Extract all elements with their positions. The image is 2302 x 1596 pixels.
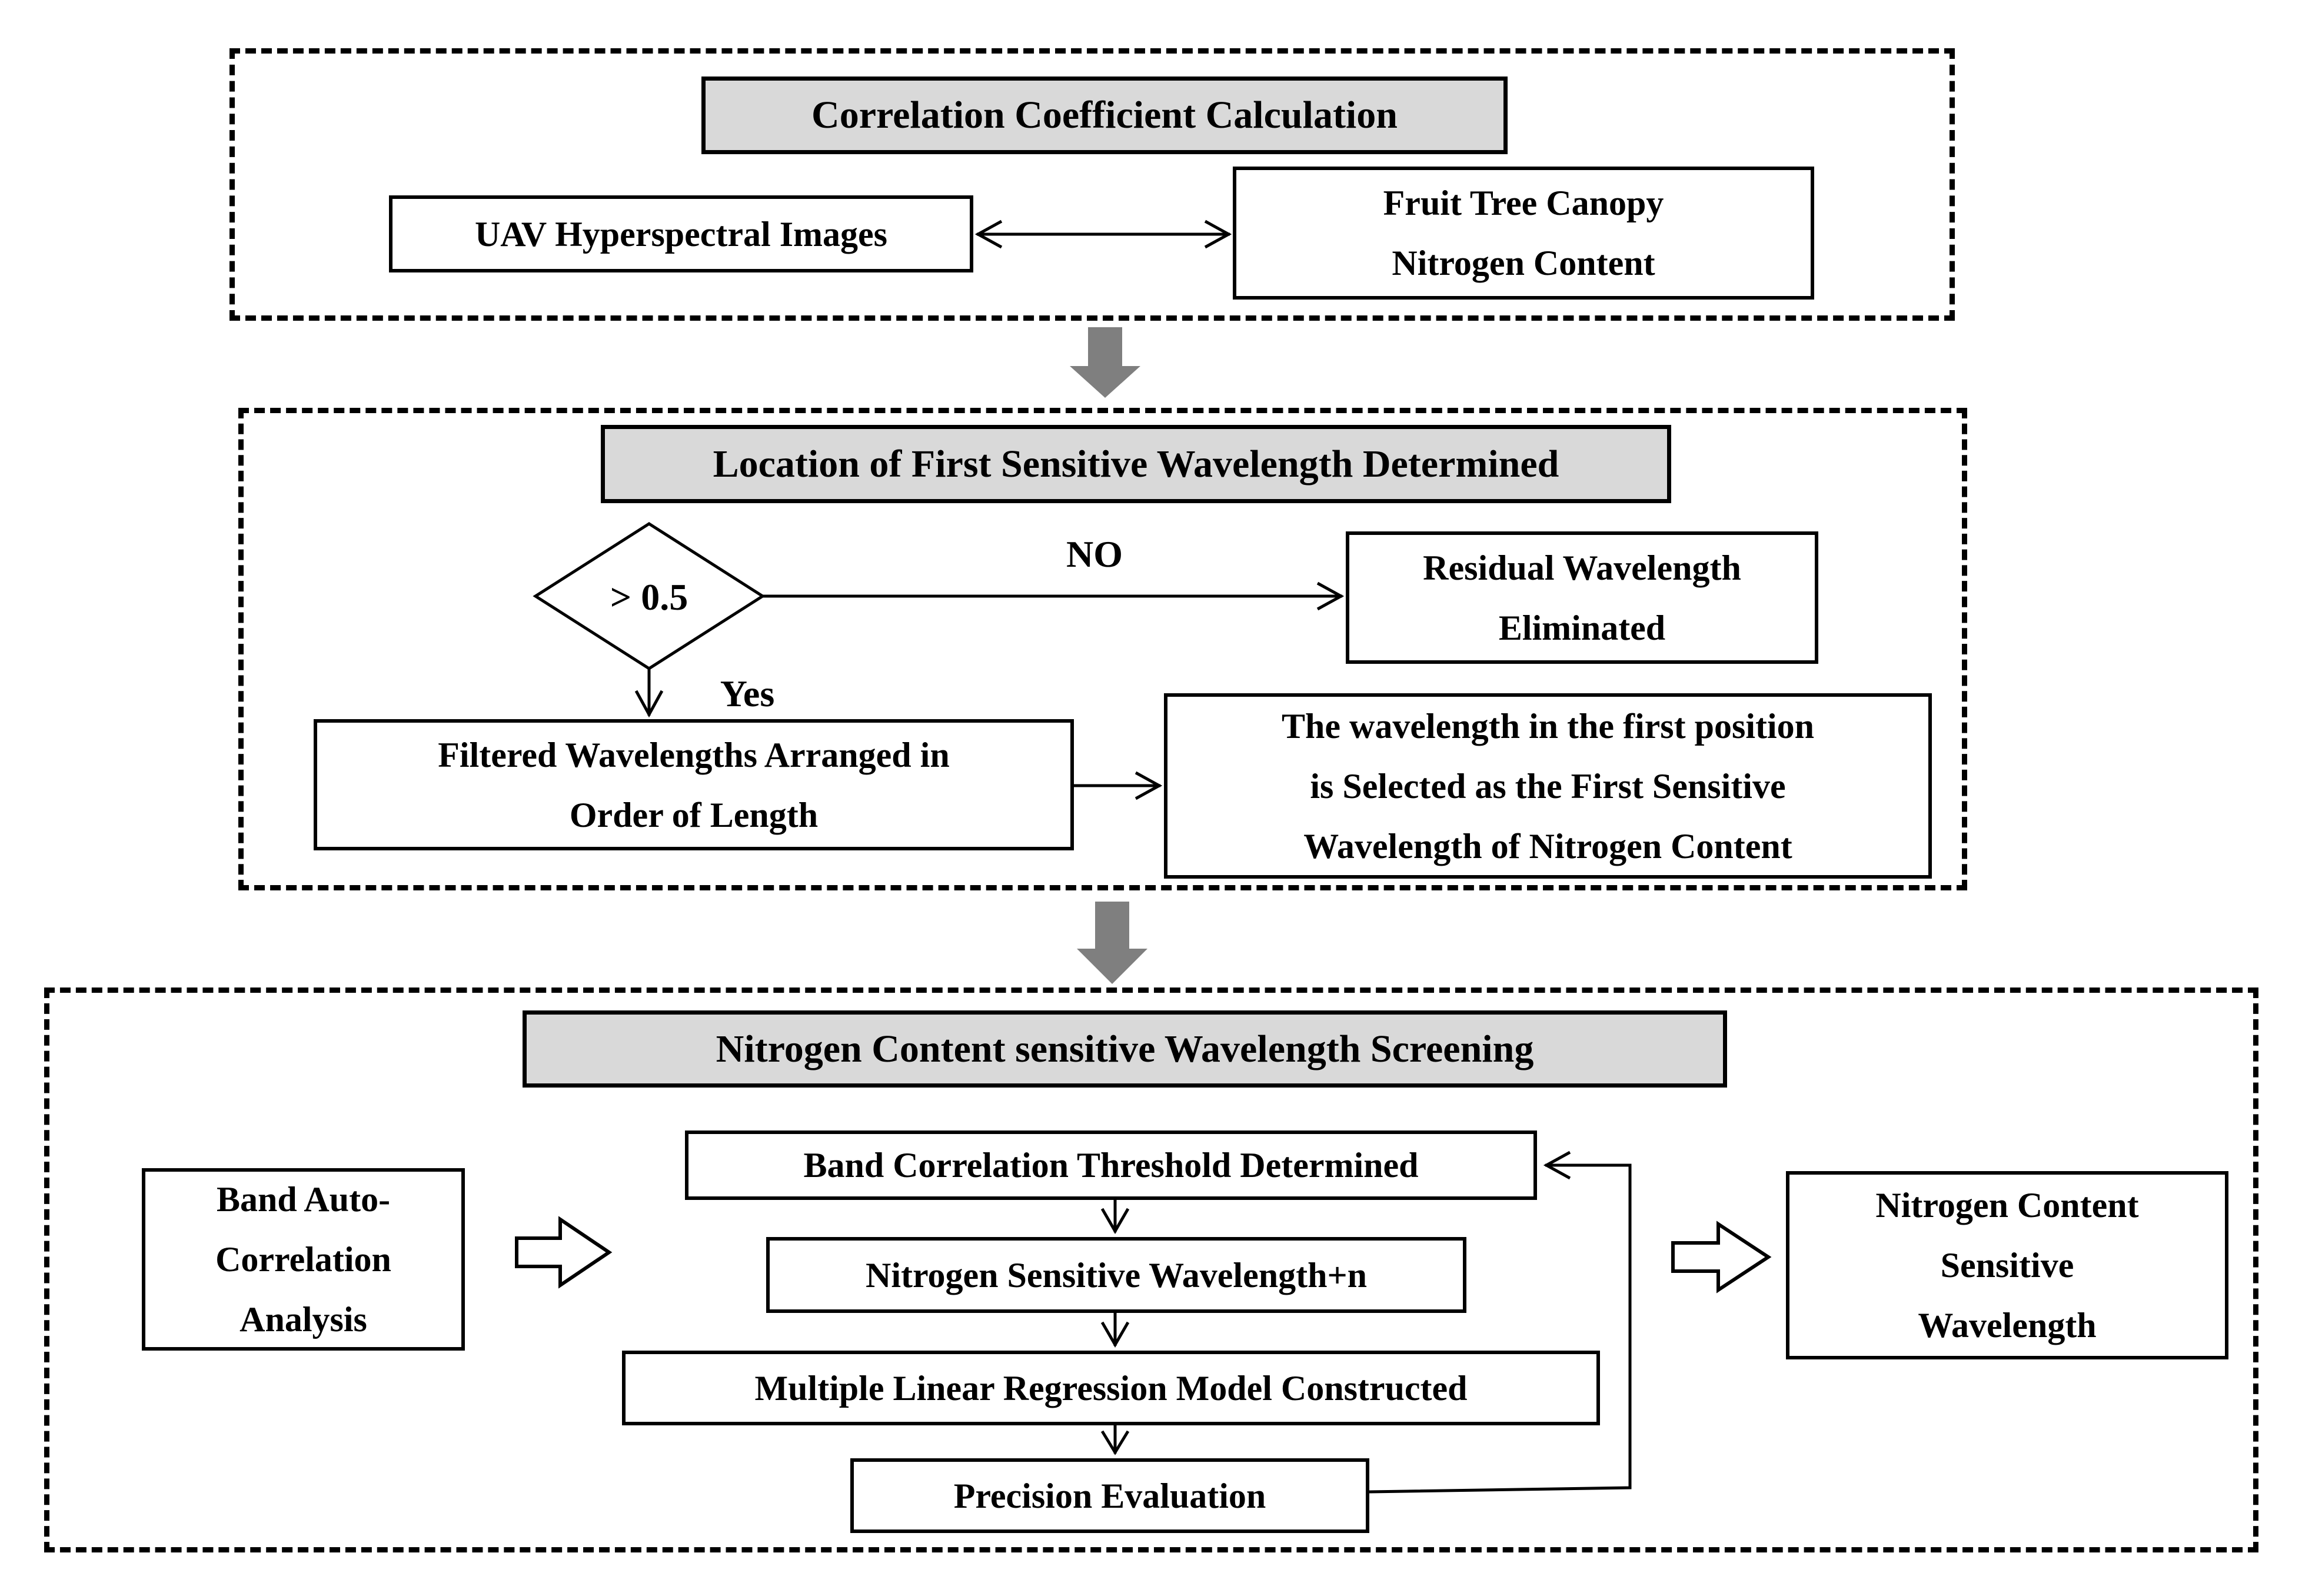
fruit-canopy-line1: Fruit Tree Canopy bbox=[1383, 184, 1664, 222]
precision-evaluation-box: Precision Evaluation bbox=[850, 1458, 1369, 1533]
filtered-line2: Order of Length bbox=[569, 795, 819, 834]
section-transition-arrow-1 bbox=[1070, 327, 1140, 398]
arrow-filtered-to-selected bbox=[1074, 771, 1163, 800]
no-branch-label: NO bbox=[1066, 533, 1123, 575]
fruit-canopy-box: Fruit Tree Canopy Nitrogen Content bbox=[1233, 167, 1814, 300]
filtered-line1: Filtered Wavelengths Arranged in bbox=[438, 735, 950, 774]
residual-line2: Eliminated bbox=[1498, 608, 1666, 647]
band-auto-line3: Analysis bbox=[239, 1300, 367, 1339]
mlr-model-box: Multiple Linear Regression Model Constru… bbox=[622, 1351, 1600, 1425]
fruit-canopy-line2: Nitrogen Content bbox=[1392, 244, 1655, 282]
section-location-frame bbox=[238, 408, 1967, 890]
hollow-arrow-right bbox=[1671, 1221, 1772, 1294]
filtered-wavelengths-box: Filtered Wavelengths Arranged in Order o… bbox=[314, 719, 1074, 850]
uav-hyperspectral-label: UAV Hyperspectral Images bbox=[474, 214, 888, 254]
first-sensitive-selected-box: The wavelength in the first position is … bbox=[1164, 693, 1932, 879]
feedback-loop bbox=[1369, 1151, 1632, 1494]
section-screening-frame bbox=[44, 987, 2258, 1552]
section-title-screening: Nitrogen Content sensitive Wavelength Sc… bbox=[523, 1010, 1727, 1088]
hollow-arrow-left bbox=[515, 1216, 613, 1289]
yes-branch-label: Yes bbox=[720, 673, 775, 714]
residual-wavelength-box: Residual Wavelength Eliminated bbox=[1346, 531, 1818, 664]
arrow-threshold-to-sensitive bbox=[1100, 1200, 1130, 1234]
nitrogen-output-box: Nitrogen Content Sensitive Wavelength bbox=[1786, 1171, 2228, 1359]
arrow-mlr-to-precision bbox=[1100, 1425, 1130, 1455]
band-threshold-box: Band Correlation Threshold Determined bbox=[685, 1130, 1537, 1200]
arrow-yes-branch bbox=[634, 669, 664, 718]
selected-line3: Wavelength of Nitrogen Content bbox=[1303, 826, 1792, 866]
residual-line1: Residual Wavelength bbox=[1423, 548, 1741, 587]
nitrogen-output-line3: Wavelength bbox=[1918, 1306, 2097, 1345]
section-title-correlation: Correlation Coefficient Calculation bbox=[701, 77, 1508, 154]
double-arrow-uav-fruit bbox=[974, 220, 1232, 249]
section-title-correlation-label: Correlation Coefficient Calculation bbox=[811, 94, 1398, 137]
section-title-location: Location of First Sensitive Wavelength D… bbox=[601, 425, 1671, 503]
section-title-screening-label: Nitrogen Content sensitive Wavelength Sc… bbox=[716, 1027, 1534, 1070]
band-auto-line2: Correlation bbox=[215, 1240, 391, 1279]
arrow-no-branch bbox=[763, 581, 1345, 611]
section-correlation-frame bbox=[229, 48, 1955, 321]
section-title-location-label: Location of First Sensitive Wavelength D… bbox=[713, 442, 1559, 486]
uav-hyperspectral-box: UAV Hyperspectral Images bbox=[389, 195, 973, 272]
arrow-sensitive-to-mlr bbox=[1100, 1313, 1130, 1348]
nitrogen-sensitive-n-label: Nitrogen Sensitive Wavelength+n bbox=[865, 1255, 1367, 1295]
selected-line1: The wavelength in the first position bbox=[1281, 706, 1815, 746]
band-threshold-label: Band Correlation Threshold Determined bbox=[803, 1146, 1419, 1185]
decision-diamond-label: > 0.5 bbox=[610, 576, 688, 618]
section-transition-arrow-2 bbox=[1077, 902, 1147, 984]
mlr-model-label: Multiple Linear Regression Model Constru… bbox=[754, 1368, 1468, 1408]
band-auto-line1: Band Auto- bbox=[216, 1180, 391, 1219]
band-autocorrelation-box: Band Auto- Correlation Analysis bbox=[142, 1168, 465, 1351]
nitrogen-output-line1: Nitrogen Content bbox=[1875, 1186, 2139, 1225]
selected-line2: is Selected as the First Sensitive bbox=[1310, 766, 1786, 806]
nitrogen-output-line2: Sensitive bbox=[1940, 1246, 2074, 1285]
nitrogen-sensitive-n-box: Nitrogen Sensitive Wavelength+n bbox=[766, 1237, 1466, 1313]
precision-evaluation-label: Precision Evaluation bbox=[953, 1476, 1266, 1515]
